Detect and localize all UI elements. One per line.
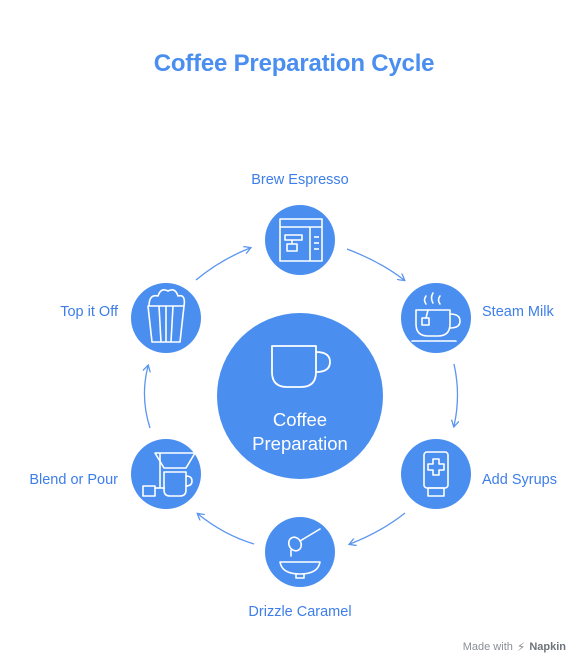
center-label-line1: Coffee (272, 409, 328, 430)
arrow-drizzle-to-blend (198, 514, 255, 545)
step-label-top-it-off: Top it Off (60, 304, 118, 320)
arrow-steam-to-syrups (454, 363, 458, 426)
step-label-brew-espresso: Brew Espresso (251, 172, 349, 188)
arrow-brew-to-steam (346, 248, 404, 280)
made-with-text: Made with (462, 641, 513, 653)
syrup-tube-icon (423, 451, 449, 497)
napkin-logo-icon: ⚡ (516, 640, 526, 654)
step-label-steam-milk: Steam Milk (482, 304, 554, 320)
center-label-line2: Preparation (252, 433, 348, 454)
tea-cup-icon (411, 292, 461, 342)
step-circle-drizzle-caramel (265, 517, 335, 587)
napkin-brand-text: Napkin (529, 641, 566, 653)
pour-over-icon (142, 452, 196, 497)
center-circle (217, 313, 383, 479)
step-label-blend-or-pour: Blend or Pour (29, 472, 118, 488)
arrow-syrups-to-drizzle (350, 512, 406, 544)
step-circle-blend-or-pour (131, 439, 201, 509)
arrow-blend-to-top (144, 366, 150, 429)
diagram-title: Coffee Preparation Cycle (153, 50, 435, 77)
espresso-machine-icon (279, 218, 323, 262)
coffee-cup-icon (271, 345, 331, 388)
made-with-napkin-badge[interactable]: Made with ⚡ Napkin (463, 640, 566, 654)
step-circle-add-syrups (401, 439, 471, 509)
step-label-add-syrups: Add Syrups (482, 472, 557, 488)
step-circle-steam-milk (401, 283, 471, 353)
arrow-top-to-brew (195, 248, 250, 281)
popcorn-bucket-icon (147, 289, 186, 343)
step-label-drizzle-caramel: Drizzle Caramel (248, 604, 352, 620)
honey-dipper-icon (279, 528, 321, 579)
